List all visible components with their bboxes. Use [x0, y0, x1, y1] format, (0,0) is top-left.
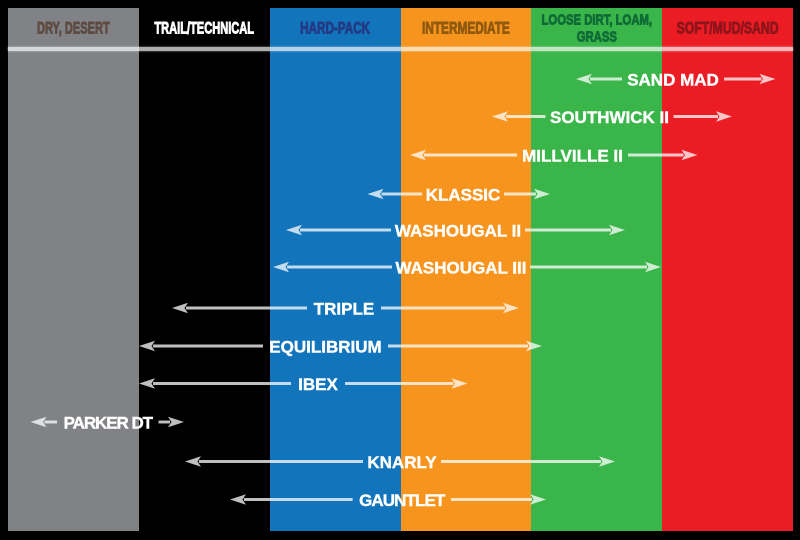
- svg-text:SOUTHWICK II: SOUTHWICK II: [550, 108, 669, 127]
- svg-text:KLASSIC: KLASSIC: [426, 186, 501, 205]
- svg-text:GAUNTLET: GAUNTLET: [359, 491, 446, 510]
- svg-text:GRASS: GRASS: [577, 28, 617, 45]
- svg-text:TRIPLE: TRIPLE: [314, 300, 374, 319]
- svg-text:KNARLY: KNARLY: [367, 453, 437, 472]
- svg-text:HARD-PACK: HARD-PACK: [300, 20, 371, 38]
- svg-text:SOFT/MUD/SAND: SOFT/MUD/SAND: [677, 20, 779, 38]
- svg-text:EQUILIBRIUM: EQUILIBRIUM: [269, 338, 381, 357]
- svg-text:LOOSE DIRT, LOAM,: LOOSE DIRT, LOAM,: [542, 11, 653, 28]
- svg-text:DRY, DESERT: DRY, DESERT: [37, 18, 110, 37]
- svg-text:IBEX: IBEX: [298, 375, 338, 394]
- svg-text:WASHOUGAL III: WASHOUGAL III: [396, 259, 527, 278]
- svg-text:MILLVILLE II: MILLVILLE II: [522, 147, 623, 166]
- svg-text:INTERMEDIATE: INTERMEDIATE: [422, 20, 510, 38]
- svg-text:SAND MAD: SAND MAD: [627, 71, 719, 90]
- svg-text:PARKER DT: PARKER DT: [64, 414, 154, 433]
- svg-text:WASHOUGAL II: WASHOUGAL II: [395, 222, 521, 241]
- svg-text:TRAIL/TECHNICAL: TRAIL/TECHNICAL: [154, 18, 254, 37]
